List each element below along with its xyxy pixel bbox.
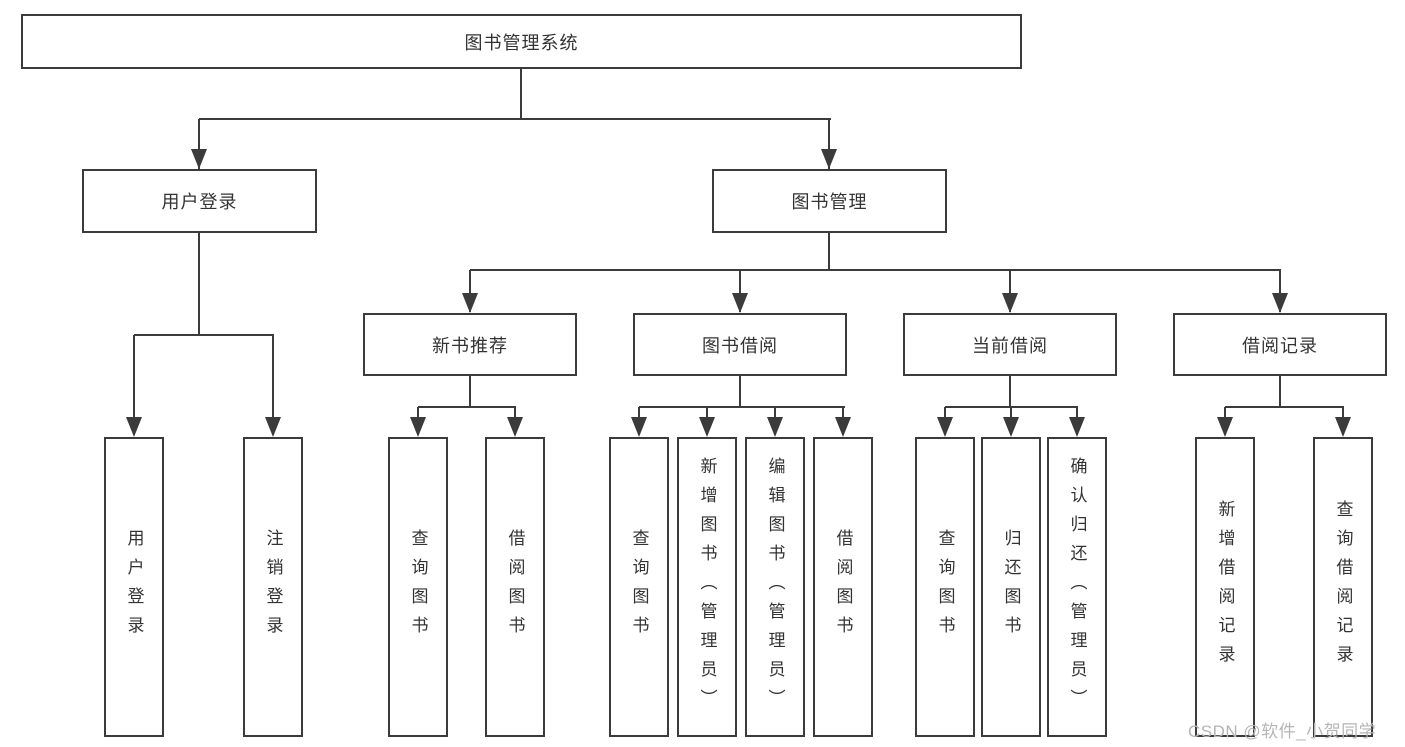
node-new-book-recommend: 新书推荐	[363, 313, 577, 376]
col-label: 注销登录	[263, 529, 283, 645]
col-edit-book-admin: 编辑图书（管理员）	[745, 437, 805, 737]
col-label: 查询图书	[629, 529, 649, 645]
col-label: 借阅图书	[505, 529, 525, 645]
node-book-borrow: 图书借阅	[633, 313, 847, 376]
arrow-down-icon	[1003, 417, 1019, 437]
col-logout: 注销登录	[243, 437, 303, 737]
col-user-login: 用户登录	[104, 437, 164, 737]
col-query-books-current: 查询图书	[915, 437, 975, 737]
col-borrow-books-recommend: 借阅图书	[485, 437, 545, 737]
arrow-down-icon	[265, 417, 281, 437]
col-borrow-books: 借阅图书	[813, 437, 873, 737]
col-query-borrow-record: 查询借阅记录	[1313, 437, 1373, 737]
connector-line	[1009, 376, 1011, 407]
connector-line	[199, 118, 831, 120]
connector-line	[198, 233, 200, 335]
arrow-down-icon	[732, 293, 748, 313]
arrow-down-icon	[126, 417, 142, 437]
col-label: 借阅图书	[833, 529, 853, 645]
arrow-down-icon	[1335, 417, 1351, 437]
node-borrow-records: 借阅记录	[1173, 313, 1387, 376]
connector-line	[828, 119, 830, 169]
node-current-borrow: 当前借阅	[903, 313, 1117, 376]
watermark-text: CSDN @软件_小贺同学	[1188, 722, 1377, 741]
node-user-login: 用户登录	[82, 169, 317, 233]
arrow-down-icon	[462, 293, 478, 313]
col-label: 查询图书	[408, 529, 428, 645]
connector-line	[1279, 376, 1281, 407]
connector-line	[1009, 270, 1011, 312]
arrow-down-icon	[1272, 293, 1288, 313]
connector-line	[133, 335, 135, 435]
col-query-books-borrow: 查询图书	[609, 437, 669, 737]
node-book-management: 图书管理	[712, 169, 947, 233]
arrow-down-icon	[937, 417, 953, 437]
connector-line	[1279, 270, 1281, 312]
col-add-borrow-record: 新增借阅记录	[1195, 437, 1255, 737]
arrow-down-icon	[631, 417, 647, 437]
col-confirm-return-admin: 确认归还（管理员）	[1047, 437, 1107, 737]
arrow-down-icon	[699, 417, 715, 437]
connector-line	[739, 376, 741, 407]
connector-line	[418, 406, 516, 408]
connector-line	[739, 270, 741, 312]
connector-line	[198, 119, 200, 169]
connector-line	[272, 335, 274, 435]
col-label: 查询借阅记录	[1333, 500, 1353, 674]
connector-line	[520, 69, 522, 119]
arrow-down-icon	[767, 417, 783, 437]
col-return-books: 归还图书	[981, 437, 1041, 737]
connector-line	[469, 376, 471, 407]
arrow-down-icon	[835, 417, 851, 437]
col-label: 编辑图书（管理员）	[765, 456, 785, 718]
connector-line	[828, 233, 830, 270]
connector-line	[639, 406, 845, 408]
col-label: 新增借阅记录	[1215, 500, 1235, 674]
arrow-down-icon	[821, 149, 837, 169]
col-query-books-recommend: 查询图书	[388, 437, 448, 737]
connector-line	[1225, 406, 1344, 408]
col-label: 用户登录	[124, 529, 144, 645]
connector-line	[470, 269, 1281, 271]
arrow-down-icon	[1002, 293, 1018, 313]
node-root: 图书管理系统	[21, 14, 1022, 69]
arrow-down-icon	[1069, 417, 1085, 437]
col-label: 查询图书	[935, 529, 955, 645]
col-label: 新增图书（管理员）	[697, 456, 717, 718]
col-label: 归还图书	[1001, 529, 1021, 645]
arrow-down-icon	[1217, 417, 1233, 437]
col-label: 确认归还（管理员）	[1067, 456, 1087, 718]
arrow-down-icon	[507, 417, 523, 437]
connector-line	[134, 334, 274, 336]
arrow-down-icon	[191, 149, 207, 169]
arrow-down-icon	[410, 417, 426, 437]
connector-line	[469, 270, 471, 312]
col-add-book-admin: 新增图书（管理员）	[677, 437, 737, 737]
